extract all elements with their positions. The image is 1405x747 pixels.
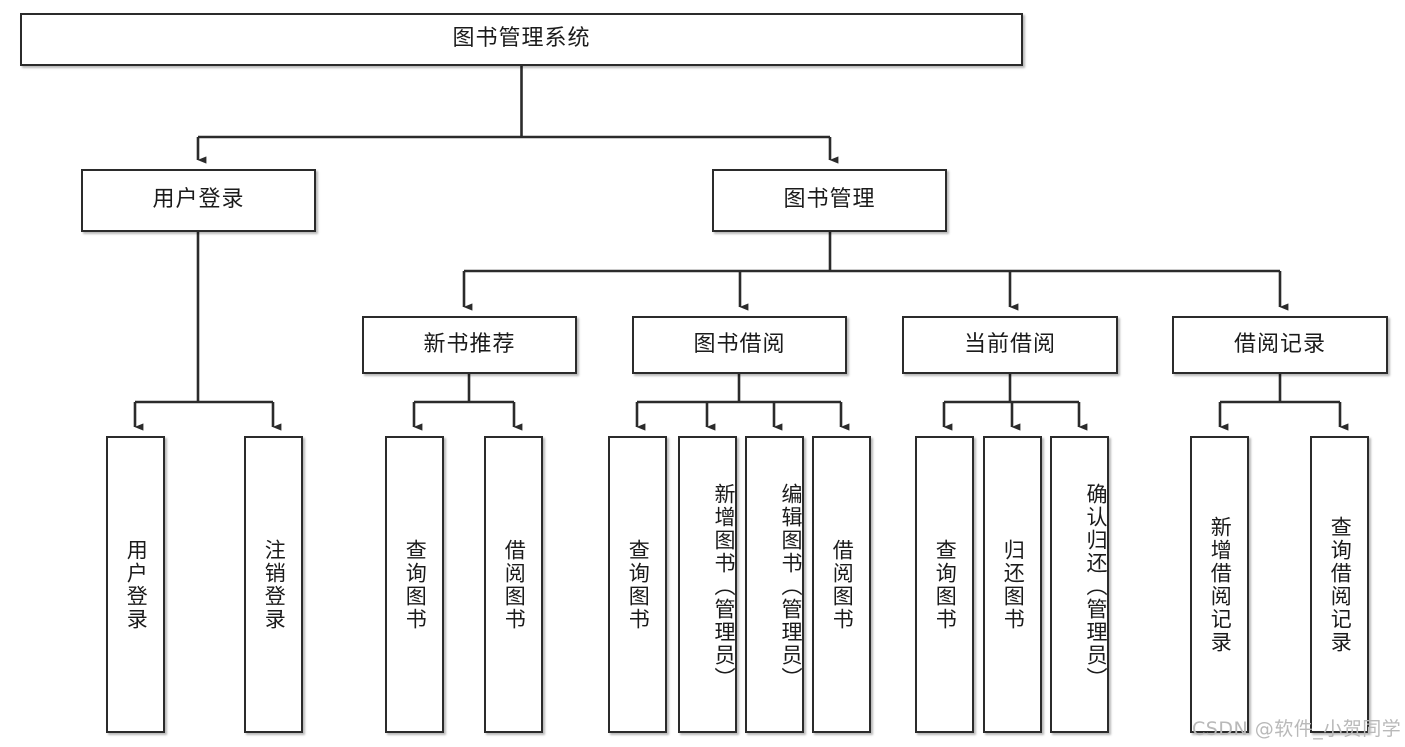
- node-leaf-rec-borrow-book-label: 借阅图书: [502, 538, 527, 631]
- node-leaf-br-query-record-label: 查询借阅记录: [1328, 515, 1353, 654]
- node-leaf-bb-query-book-label: 查询图书: [626, 538, 651, 631]
- node-borrow-record[interactable]: 借阅记录: [1172, 316, 1388, 374]
- node-new-book-rec[interactable]: 新书推荐: [362, 316, 577, 374]
- node-leaf-user-logout[interactable]: 注销登录: [244, 436, 303, 733]
- node-book-borrow-label: 图书借阅: [693, 331, 786, 357]
- node-book-manage[interactable]: 图书管理: [712, 169, 947, 232]
- node-leaf-cb-confirm-return[interactable]: 确认归还（管理员）: [1050, 436, 1109, 733]
- node-leaf-rec-query-book[interactable]: 查询图书: [385, 436, 444, 733]
- node-leaf-bb-borrow-book-label: 借阅图书: [830, 538, 855, 631]
- node-leaf-br-add-record[interactable]: 新增借阅记录: [1190, 436, 1249, 733]
- node-leaf-bb-edit-book[interactable]: 编辑图书（管理员）: [745, 436, 804, 733]
- node-current-borrow-label: 当前借阅: [963, 331, 1056, 357]
- node-leaf-bb-borrow-book[interactable]: 借阅图书: [812, 436, 871, 733]
- node-user-login-label: 用户登录: [152, 187, 245, 213]
- node-leaf-bb-add-book[interactable]: 新增图书（管理员）: [678, 436, 737, 733]
- node-new-book-rec-label: 新书推荐: [423, 331, 516, 357]
- node-current-borrow[interactable]: 当前借阅: [902, 316, 1118, 374]
- node-leaf-rec-query-book-label: 查询图书: [403, 538, 428, 631]
- node-root[interactable]: 图书管理系统: [20, 13, 1023, 66]
- node-user-login[interactable]: 用户登录: [81, 169, 316, 232]
- node-leaf-rec-borrow-book[interactable]: 借阅图书: [484, 436, 543, 733]
- csdn-watermark: CSDN @软件_小贺同学: [1192, 718, 1402, 740]
- node-leaf-br-add-record-label: 新增借阅记录: [1208, 515, 1233, 654]
- node-leaf-user-login-label: 用户登录: [124, 538, 149, 631]
- node-leaf-cb-query-book-label: 查询图书: [933, 538, 958, 631]
- node-leaf-user-logout-label: 注销登录: [262, 538, 287, 631]
- node-leaf-br-query-record[interactable]: 查询借阅记录: [1310, 436, 1369, 733]
- node-borrow-record-label: 借阅记录: [1233, 331, 1326, 357]
- node-leaf-bb-edit-book-label: 编辑图书（管理员）: [779, 483, 803, 690]
- node-root-label: 图书管理系统: [452, 26, 591, 52]
- node-leaf-cb-return-book-label: 归还图书: [1001, 538, 1026, 631]
- node-leaf-cb-query-book[interactable]: 查询图书: [915, 436, 974, 733]
- node-book-borrow[interactable]: 图书借阅: [632, 316, 847, 374]
- node-leaf-bb-query-book[interactable]: 查询图书: [608, 436, 667, 733]
- node-leaf-bb-add-book-label: 新增图书（管理员）: [712, 483, 736, 690]
- node-leaf-cb-confirm-return-label: 确认归还（管理员）: [1084, 483, 1108, 690]
- node-leaf-user-login[interactable]: 用户登录: [106, 436, 165, 733]
- node-book-manage-label: 图书管理: [783, 187, 876, 213]
- node-leaf-cb-return-book[interactable]: 归还图书: [983, 436, 1042, 733]
